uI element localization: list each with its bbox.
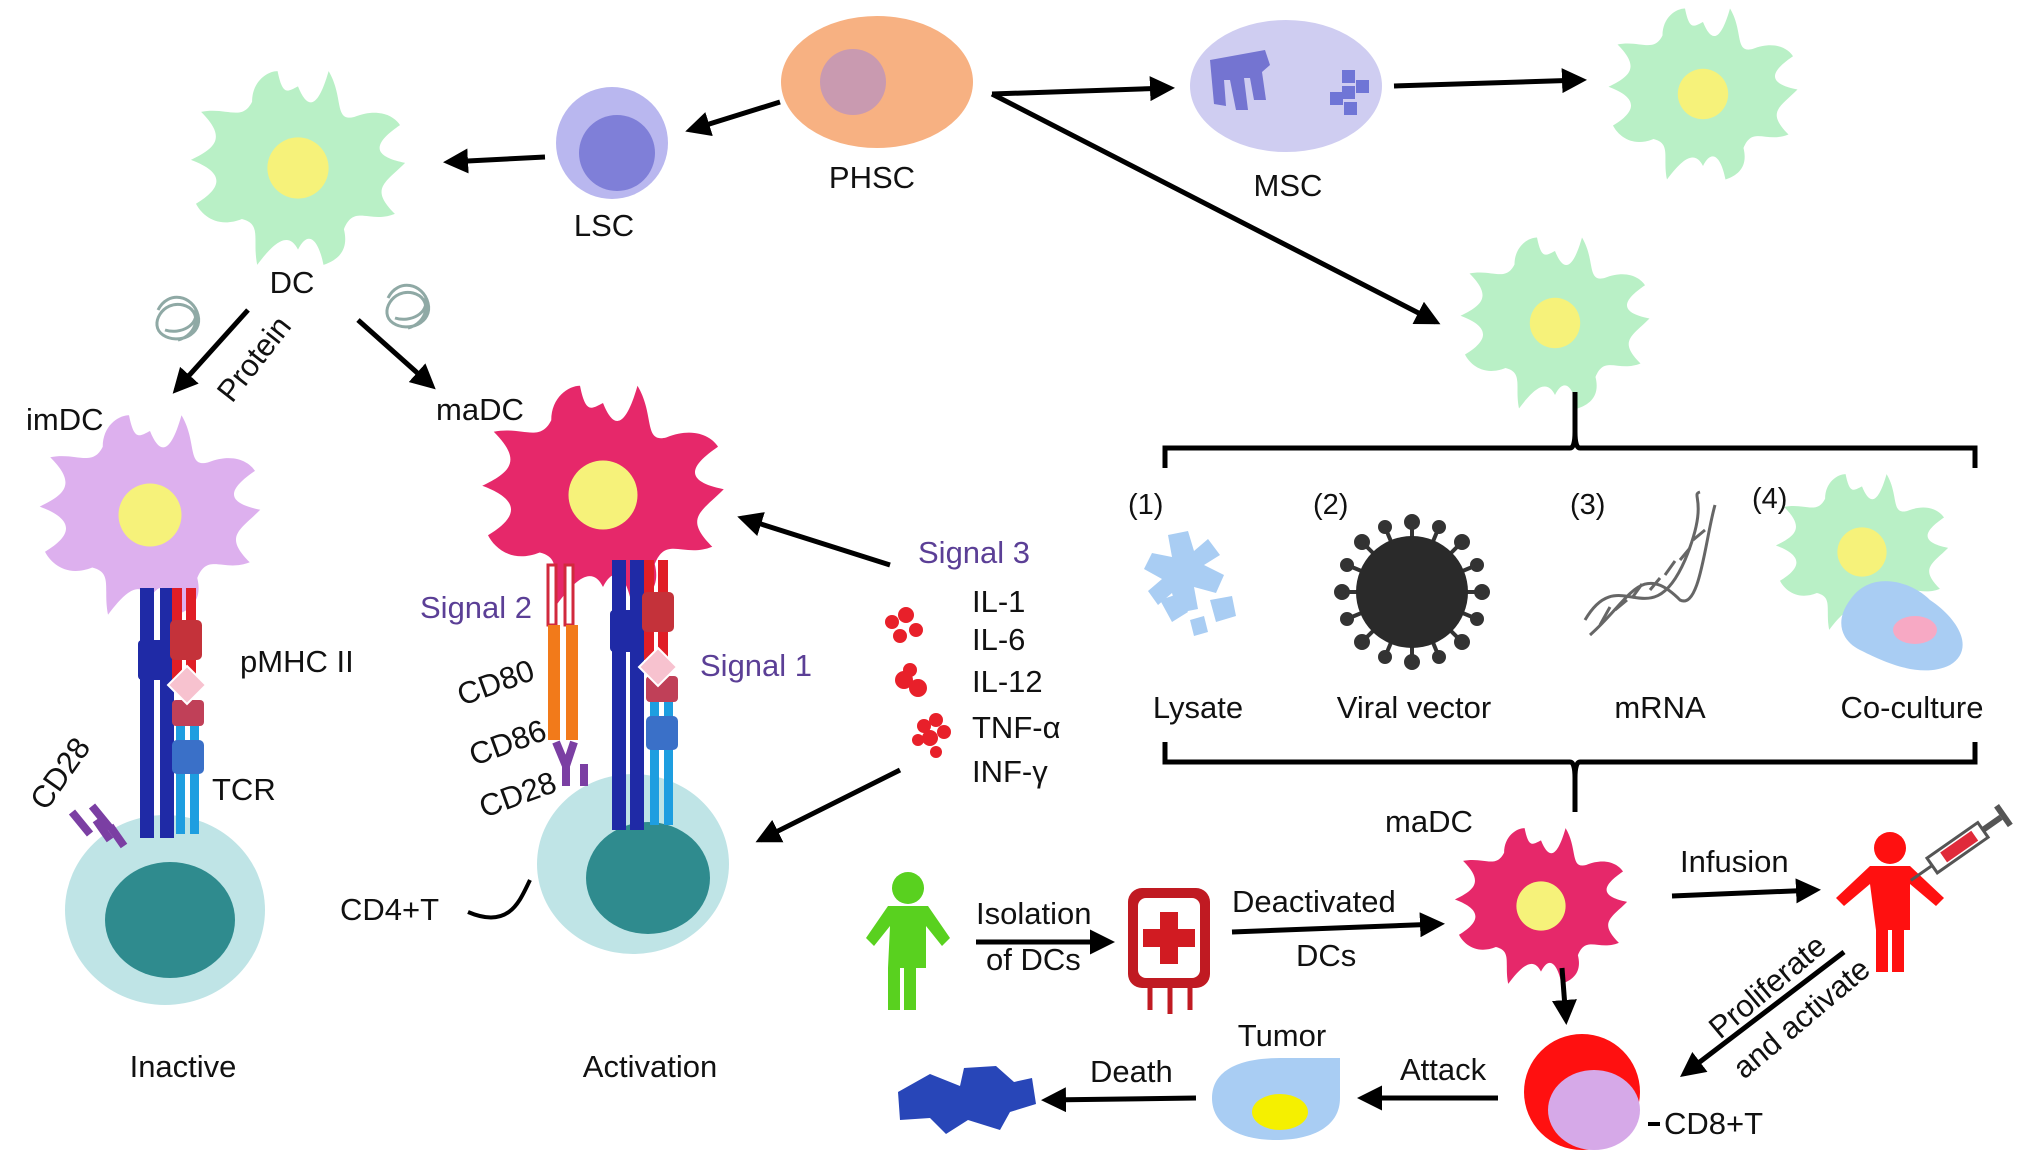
cytokines-to-t-cell-arrow: [755, 767, 902, 843]
method4-number: (4): [1752, 483, 1787, 515]
cd28-right-molecule: [552, 740, 588, 786]
isolation-line1: Isolation: [976, 896, 1091, 931]
cytokine-list: IL-1 IL-6 IL-12 TNF-α INF-γ: [972, 584, 1061, 789]
signal1-label: Signal 1: [700, 648, 812, 683]
madc-cell-left: [482, 385, 724, 605]
cd28-right-label: CD28: [474, 765, 560, 825]
msc-cell: [1190, 20, 1382, 152]
msc-label: MSC: [1254, 168, 1323, 203]
cytokine-inf-gamma: INF-γ: [972, 754, 1048, 789]
dc-to-madc-arrow: [356, 318, 436, 390]
method2-number: (2): [1313, 489, 1348, 521]
madc-bottom-label: maDC: [1385, 804, 1473, 839]
deactivated-line2: DCs: [1296, 938, 1356, 973]
phsc-to-dc-arrow: [990, 91, 1441, 325]
activated-t-cell: [537, 774, 729, 954]
cd8t-cell: [1524, 1034, 1660, 1150]
dc-cell: [190, 71, 406, 265]
mrna-icon: [1583, 490, 1717, 637]
cytokine-tnf-alpha: TNF-α: [972, 710, 1061, 745]
tcr-label: TCR: [212, 772, 276, 807]
death-label: Death: [1090, 1054, 1173, 1089]
deactivated-arrow: [1231, 912, 1445, 938]
viral-vector-icon: [1334, 514, 1490, 670]
activation-label: Activation: [583, 1049, 717, 1084]
lsc-cell: [556, 87, 668, 199]
protein-icon: [155, 283, 431, 342]
phsc-to-msc-arrow: [991, 76, 1175, 102]
lsc-label: LSC: [574, 208, 634, 243]
signal3-label: Signal 3: [918, 535, 1030, 570]
phsc-cell: [781, 16, 973, 148]
cd80-label: CD80: [452, 653, 538, 713]
method3-number: (3): [1570, 489, 1605, 521]
infusion-arrow: [1671, 878, 1821, 904]
method4-label: Co-culture: [1841, 690, 1984, 725]
method1-label: Lysate: [1153, 690, 1243, 725]
pmhc-label: pMHC II: [240, 644, 354, 679]
cd4t-label: CD4+T: [340, 892, 439, 927]
madc-left-label: maDC: [436, 392, 524, 427]
cd28-left-molecule: [68, 803, 128, 849]
method1-number: (1): [1128, 489, 1163, 521]
death-arrow: [1041, 1087, 1197, 1113]
pmhc-tcr-complex-left: [138, 588, 208, 838]
signal2-label: Signal 2: [420, 590, 532, 625]
top-bracket: [1162, 392, 1978, 468]
syringe-icon: [1909, 804, 2013, 882]
cytokine-dots: [885, 607, 951, 758]
proliferate-arrow: [1680, 950, 1846, 1078]
isolation-line2: of DCs: [986, 942, 1081, 977]
lsc-to-dc-arrow: [443, 148, 546, 174]
cd80-cd86-molecules: [546, 563, 578, 740]
cd86-label: CD86: [464, 713, 550, 773]
cd4t-pointer: [467, 879, 532, 920]
msc-derived-dc: [1608, 8, 1798, 180]
signal3-to-madc-arrow: [737, 512, 891, 568]
phsc-to-lsc-arrow: [685, 99, 781, 136]
madc-to-cd8t-arrow: [1552, 967, 1577, 1025]
msc-to-dc-arrow: [1393, 68, 1587, 94]
madc-cell-bottom: [1454, 828, 1628, 984]
co-culture-icon: [1775, 474, 1963, 671]
method2-label: Viral vector: [1337, 690, 1492, 725]
tumor-label: Tumor: [1238, 1018, 1326, 1053]
imdc-label: imDC: [26, 402, 104, 437]
dc-label: DC: [270, 265, 315, 300]
cytokine-il6: IL-6: [972, 622, 1025, 657]
cd28-left-label: CD28: [23, 731, 97, 816]
inactive-t-cell: [65, 815, 265, 1005]
lysate-icon: [1144, 531, 1236, 636]
inactive-label: Inactive: [130, 1049, 237, 1084]
infusion-label: Infusion: [1680, 844, 1789, 879]
dead-cell-icon: [898, 1066, 1036, 1134]
blood-bag-icon: [1128, 888, 1210, 1014]
attack-label: Attack: [1400, 1052, 1487, 1087]
dc-to-imdc-arrow: [172, 308, 250, 394]
patient-green-icon: [866, 872, 950, 1010]
deactivated-line1: Deactivated: [1232, 884, 1396, 919]
method3-label: mRNA: [1614, 690, 1706, 725]
tumor-cell: [1212, 1058, 1340, 1140]
patient-red-icon: [1836, 832, 1944, 972]
cd8t-label: CD8+T: [1664, 1106, 1763, 1141]
imdc-cell: [39, 415, 261, 615]
protein-label: Protein: [210, 309, 298, 408]
pmhc-tcr-complex-right: [610, 560, 679, 830]
phsc-label: PHSC: [829, 160, 915, 195]
bottom-bracket: [1162, 742, 1978, 812]
cytokine-il12: IL-12: [972, 664, 1043, 699]
phsc-derived-dc: [1460, 237, 1650, 409]
cytokine-il1: IL-1: [972, 584, 1025, 619]
